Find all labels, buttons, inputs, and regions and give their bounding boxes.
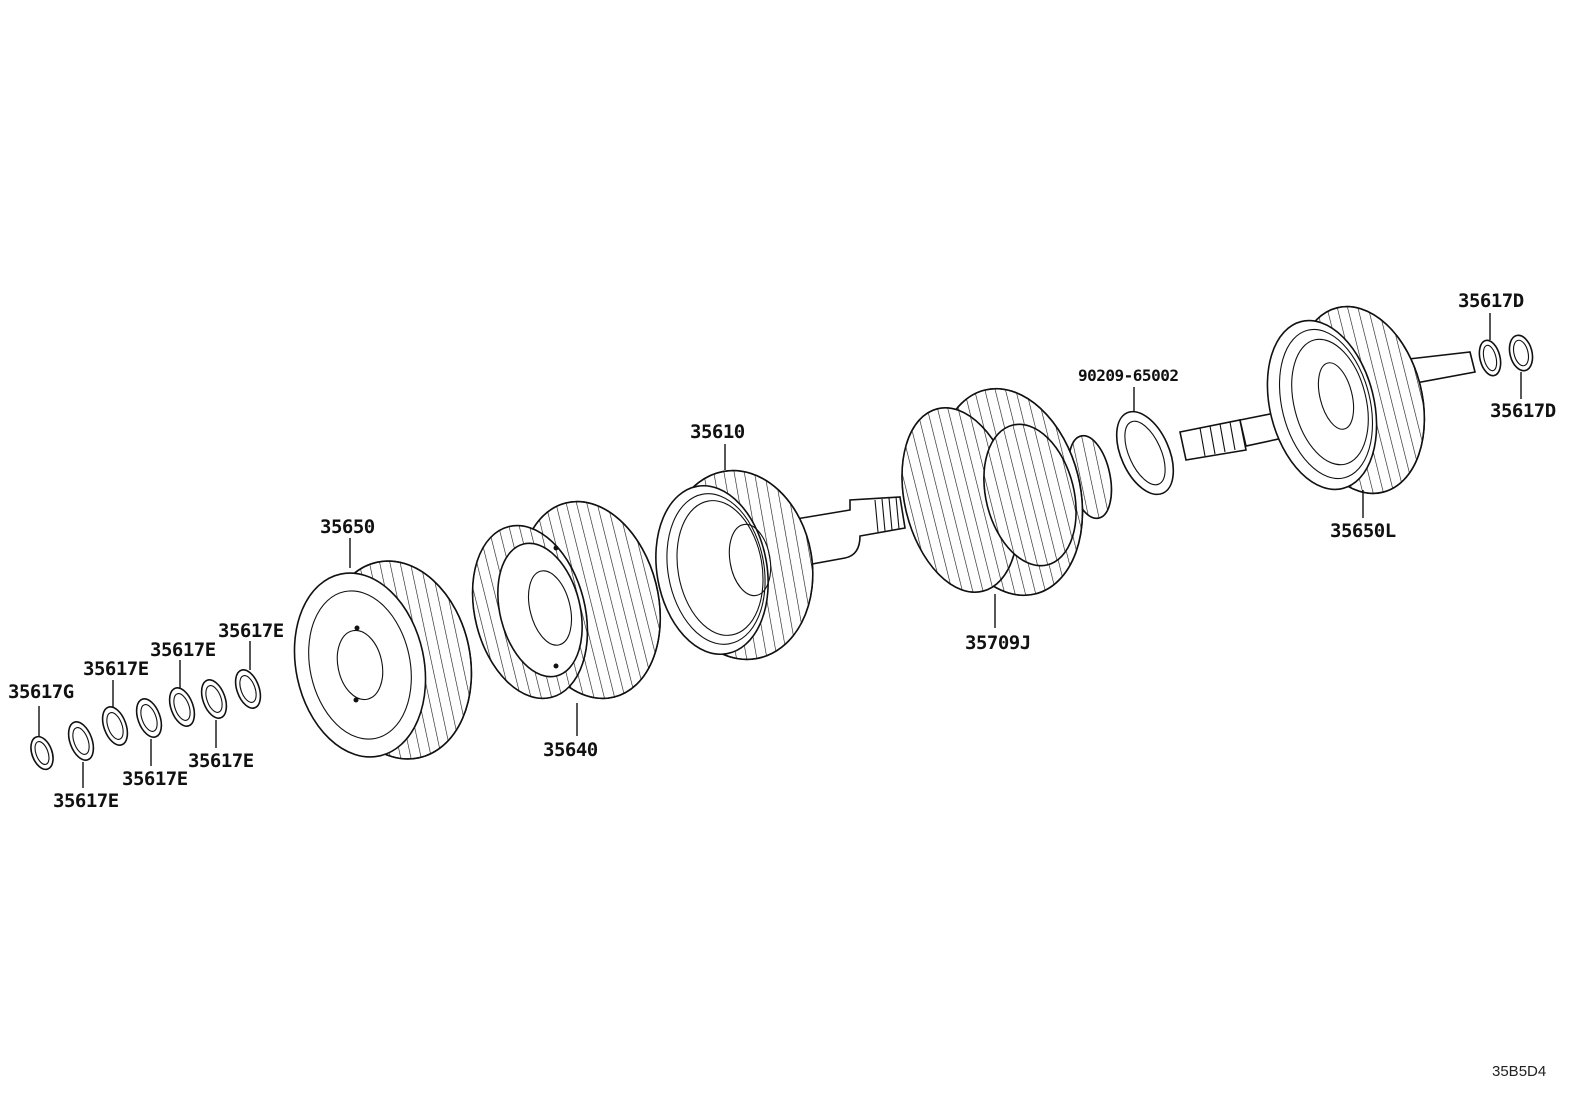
label-35640[interactable]: 35640 <box>543 739 598 761</box>
washer-35617E-c[interactable] <box>132 695 166 740</box>
washer-35617E-f[interactable] <box>231 666 265 711</box>
label-35617E-c[interactable]: 35617E <box>122 768 188 790</box>
label-35617E-e[interactable]: 35617E <box>188 750 254 772</box>
label-35617E-a[interactable]: 35617E <box>53 790 119 812</box>
snap-ring-35617D-a[interactable] <box>1476 338 1504 378</box>
thrust-washer-90209-65002[interactable] <box>1105 403 1185 503</box>
label-35610[interactable]: 35610 <box>690 421 745 443</box>
washer-35617E-a[interactable] <box>64 718 98 763</box>
label-35617E-d[interactable]: 35617E <box>150 639 216 661</box>
drum-shaft-35610[interactable] <box>643 459 906 671</box>
label-35617G[interactable]: 35617G <box>8 681 74 703</box>
ring-gear-35709J[interactable] <box>884 373 1118 611</box>
gear-shaft-35650L[interactable] <box>1179 293 1476 507</box>
washer-35617E-d[interactable] <box>165 684 199 729</box>
gear-35650[interactable] <box>278 547 489 773</box>
label-35650[interactable]: 35650 <box>320 516 375 538</box>
leader-lines <box>38 313 1522 788</box>
snap-ring-35617D-b[interactable] <box>1506 333 1536 373</box>
ring-gear-35640[interactable] <box>455 487 680 714</box>
label-35617D-b[interactable]: 35617D <box>1490 400 1556 422</box>
washer-35617E-b[interactable] <box>98 703 132 748</box>
washer-35617E-e[interactable] <box>197 676 231 721</box>
washer-35617G[interactable] <box>27 734 57 773</box>
label-35709J[interactable]: 35709J <box>965 632 1031 654</box>
diagram-code: 35B5D4 <box>1492 1063 1546 1080</box>
label-35650L[interactable]: 35650L <box>1330 520 1396 542</box>
label-90209-65002[interactable]: 90209-65002 <box>1078 366 1179 385</box>
label-35617D-a[interactable]: 35617D <box>1458 290 1524 312</box>
label-35617E-b[interactable]: 35617E <box>83 658 149 680</box>
label-35617E-f[interactable]: 35617E <box>218 620 284 642</box>
